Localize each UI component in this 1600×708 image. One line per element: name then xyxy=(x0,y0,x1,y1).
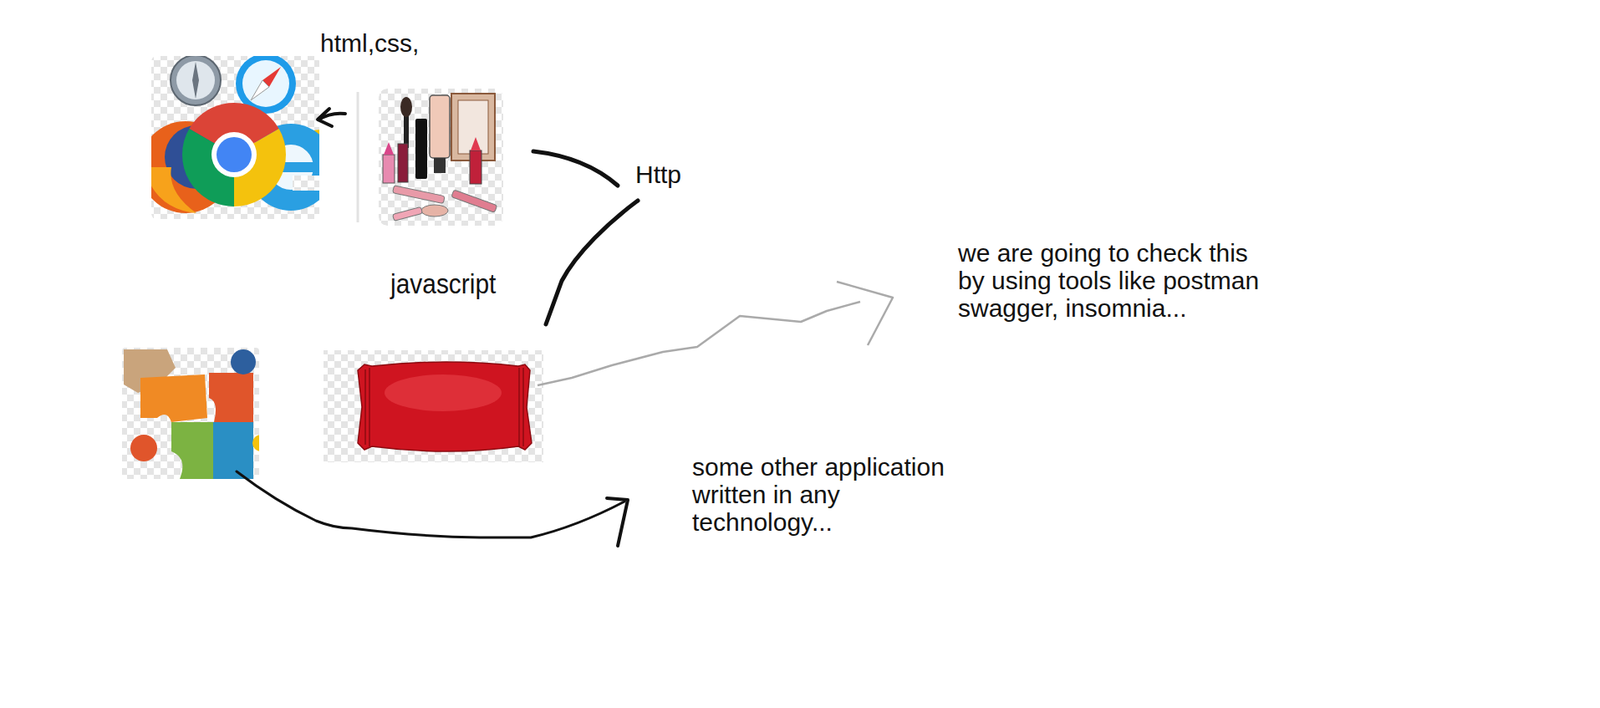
http-stroke xyxy=(533,151,618,186)
arrow-line xyxy=(236,471,625,538)
arrow-line xyxy=(537,301,861,386)
arrow-head xyxy=(317,108,332,127)
note-label: Http xyxy=(635,160,682,189)
note-label: html,css, xyxy=(320,29,419,57)
http-stroke xyxy=(545,200,638,325)
puzzle-icon xyxy=(122,347,260,479)
arrow-head xyxy=(606,498,628,546)
browser-icons xyxy=(151,56,320,220)
candy-icon xyxy=(323,350,544,463)
arrow-head xyxy=(836,281,893,346)
note-label: javascript xyxy=(390,266,496,301)
note-label: we are going to check this by using tool… xyxy=(957,239,1269,322)
makeup-icons xyxy=(378,88,504,226)
note-label: some other application written in any te… xyxy=(692,453,956,536)
separator-line xyxy=(356,91,360,223)
